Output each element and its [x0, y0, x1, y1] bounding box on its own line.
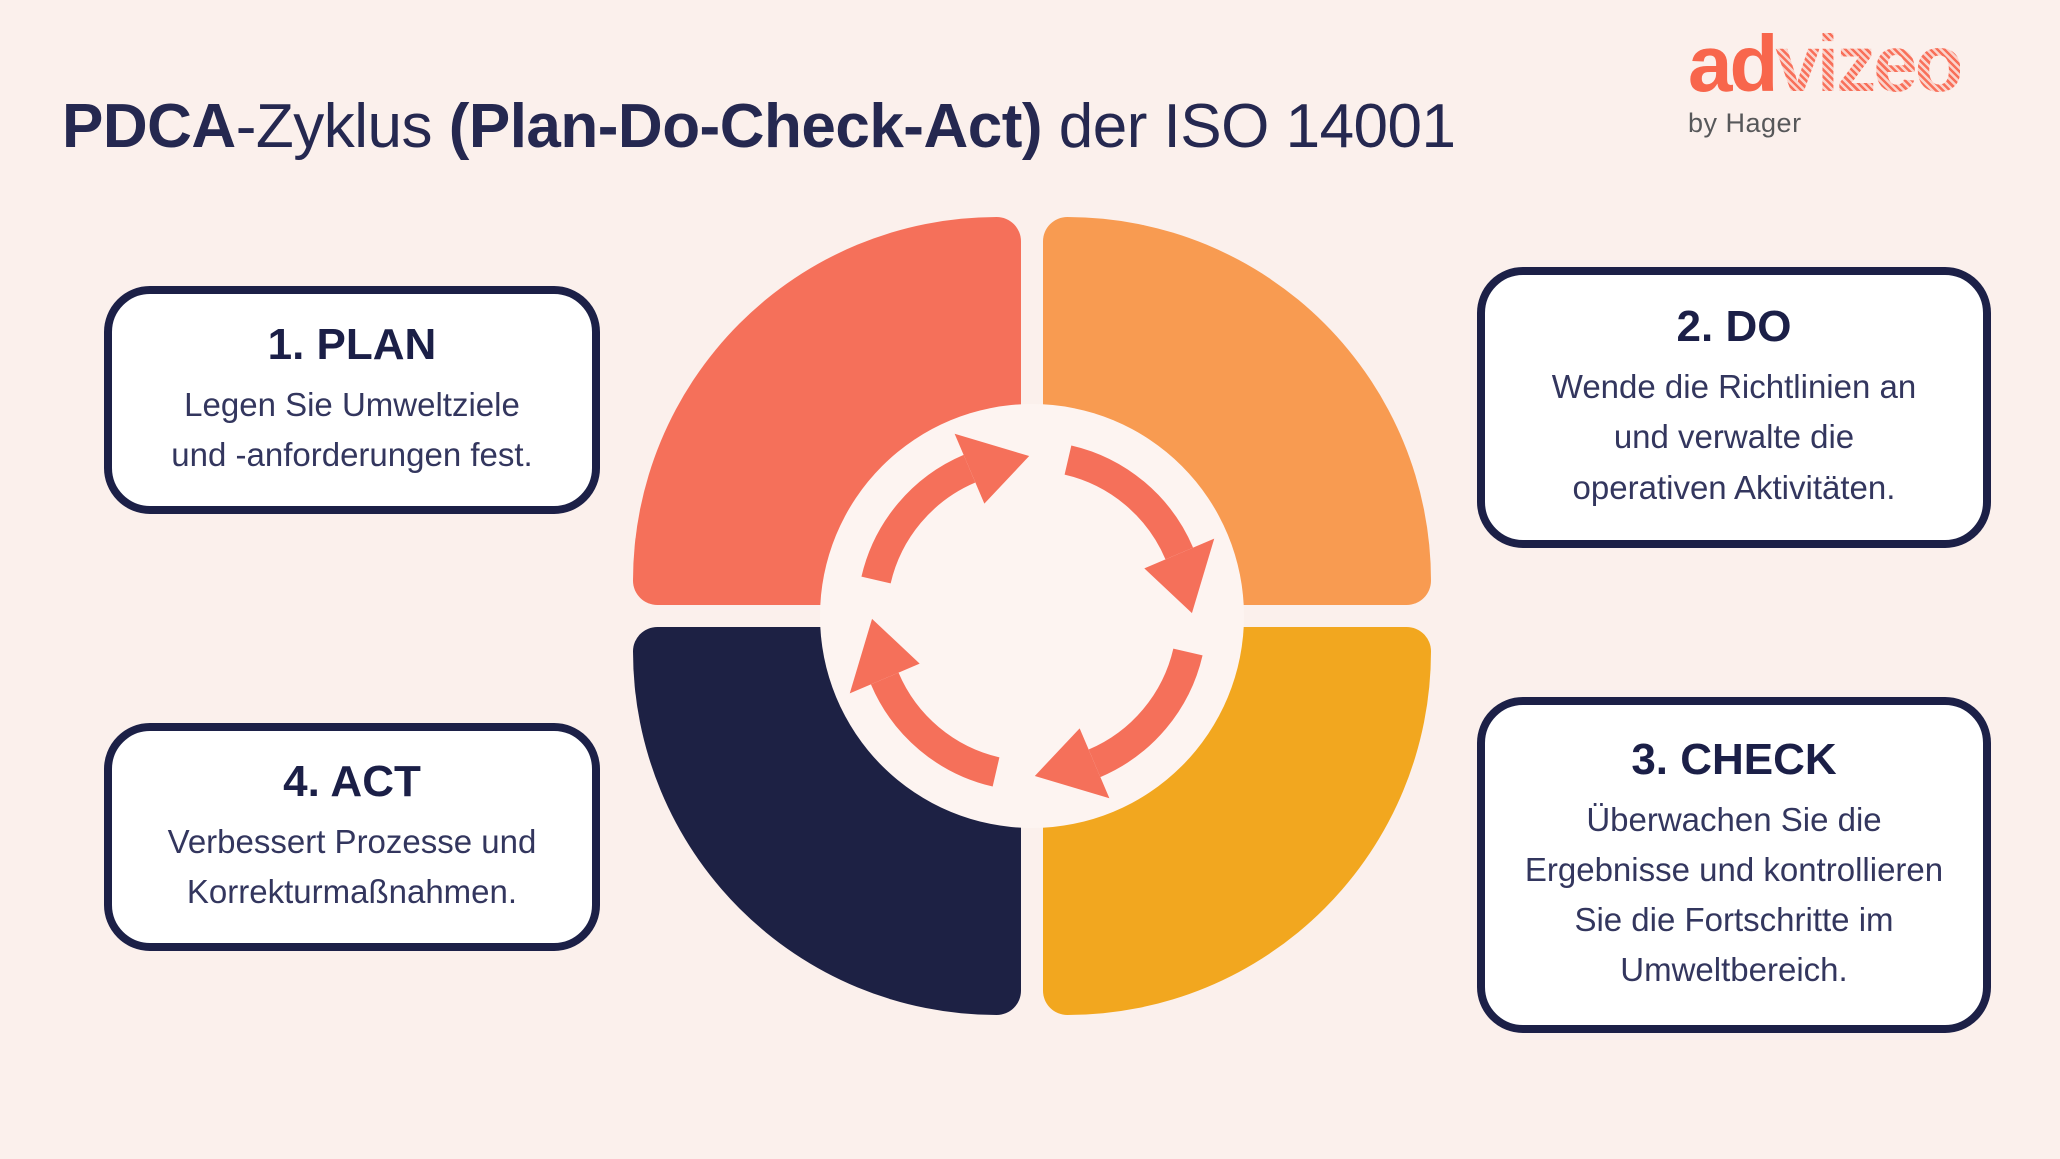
card-check-line: Ergebnisse und kontrollieren: [1524, 850, 1944, 888]
card-check-line: Überwachen Sie die: [1586, 800, 1882, 838]
card-do-line: und verwalte die: [1613, 418, 1855, 456]
advizeo-wordmark: advizeo: [1688, 24, 1963, 104]
card-check: 3. CHECK Überwachen Sie die Ergebnisse u…: [1477, 697, 1991, 1033]
wheel-center: [820, 404, 1244, 828]
pdca-wheel: [633, 217, 1431, 1015]
card-do: 2. DO Wende die Richtlinien an und verwa…: [1477, 267, 1991, 548]
card-plan-line: Legen Sie Umweltziele: [184, 385, 520, 423]
card-plan-title: 1. PLAN: [267, 319, 437, 369]
card-act-line: Verbessert Prozesse und: [167, 822, 537, 860]
card-do-body: Wende die Richtlinien an und verwalte di…: [1552, 362, 1916, 512]
wordmark-hatched-part: vizeo: [1775, 19, 1963, 108]
card-act-body: Verbessert Prozesse und Korrekturmaßnahm…: [168, 817, 537, 917]
advizeo-logo: advizeo by Hager: [1688, 24, 1963, 139]
logo-tagline: by Hager: [1688, 108, 1802, 138]
card-check-line: Umweltbereich.: [1620, 951, 1848, 989]
title-part-iso: der ISO 14001: [1042, 91, 1456, 161]
card-do-title: 2. DO: [1676, 302, 1792, 352]
card-check-body: Überwachen Sie die Ergebnisse und kontro…: [1525, 795, 1943, 996]
wordmark-solid-part: ad: [1688, 19, 1778, 108]
title-part-pdca: PDCA: [62, 91, 236, 161]
title-part-plan-do-check-act: (Plan-Do-Check-Act): [448, 91, 1043, 161]
card-check-line: Sie die Fortschritte im: [1574, 901, 1894, 938]
card-act-title: 4. ACT: [283, 756, 421, 806]
cycle-arrows-icon: [849, 433, 1215, 799]
card-act-line: Korrekturmaßnahmen.: [186, 873, 518, 910]
card-act: 4. ACT Verbessert Prozesse und Korrektur…: [104, 723, 600, 951]
card-plan-line: und -anforderungen fest.: [171, 436, 533, 473]
card-do-line: operativen Aktivitäten.: [1572, 468, 1896, 506]
title-part-zyklus: -Zyklus: [235, 91, 449, 161]
card-plan-body: Legen Sie Umweltziele und -anforderungen…: [171, 380, 532, 480]
page-title: PDCA-Zyklus (Plan-Do-Check-Act) der ISO …: [62, 91, 1456, 161]
card-plan: 1. PLAN Legen Sie Umweltziele und -anfor…: [104, 286, 600, 514]
card-check-title: 3. CHECK: [1631, 734, 1837, 784]
card-do-line: Wende die Richtlinien an: [1551, 368, 1917, 406]
